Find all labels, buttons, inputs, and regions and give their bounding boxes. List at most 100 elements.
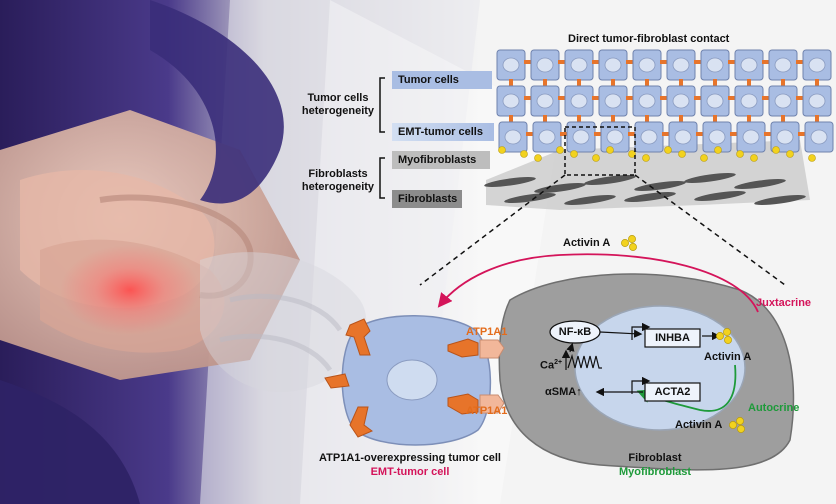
- junction: [526, 132, 534, 136]
- activin-mid-label: Activin A: [704, 351, 752, 363]
- activin-dot: [736, 150, 744, 158]
- atp1a1-bottom-label: ATP1A1: [466, 405, 508, 417]
- tumor-cell-nucleus: [742, 129, 760, 145]
- junction: [543, 79, 547, 87]
- junction: [796, 96, 804, 100]
- junction: [728, 96, 736, 100]
- tumor-cell-nucleus: [672, 57, 690, 73]
- activin-dot: [736, 417, 744, 425]
- junction: [694, 60, 702, 64]
- junction: [713, 115, 717, 123]
- fibroblast-heterogeneity-bracket: [379, 157, 385, 199]
- tumor-cell-nucleus: [810, 129, 828, 145]
- fibroblast-spindle: [734, 178, 786, 190]
- activin-dot: [642, 154, 650, 162]
- junction: [662, 132, 670, 136]
- junction: [815, 115, 819, 123]
- tumor-cell-nucleus: [776, 129, 794, 145]
- junction: [713, 79, 717, 87]
- tumor-heterogeneity-label: Tumor cells heterogeneity: [300, 92, 376, 118]
- activin-dot: [534, 154, 542, 162]
- tumor-cell-nucleus: [708, 129, 726, 145]
- activin-dot: [723, 328, 731, 336]
- tumor-cell-nucleus: [604, 57, 622, 73]
- tumor-cell-nucleus: [536, 57, 554, 73]
- activin-dot: [664, 146, 672, 154]
- junction: [626, 96, 634, 100]
- junction: [728, 60, 736, 64]
- junction: [660, 60, 668, 64]
- tumor-cell-nucleus: [740, 57, 758, 73]
- tumor-cell-nucleus: [502, 93, 520, 109]
- activin-dot: [750, 154, 758, 162]
- tumor-cell-nucleus: [808, 93, 826, 109]
- tumor-cell-nucleus: [570, 93, 588, 109]
- junction: [645, 79, 649, 87]
- activin-dot: [628, 150, 636, 158]
- fibroblasts-label: Fibroblasts: [392, 190, 462, 208]
- activin-dot: [520, 150, 528, 158]
- fibroblast-spindle: [564, 194, 616, 206]
- activin-dot: [606, 146, 614, 154]
- fibroblast-caption: Fibroblast: [628, 452, 682, 464]
- junction: [696, 132, 704, 136]
- nfkb-label: NF-κB: [558, 326, 592, 338]
- atp1a1-receptors: [324, 318, 479, 438]
- junction: [524, 60, 532, 64]
- junction: [762, 60, 770, 64]
- calcium-to-nfkb-arrow: [566, 342, 575, 353]
- tumor-cell-nucleus: [606, 129, 624, 145]
- inhba-label: INHBA: [655, 332, 690, 344]
- junction: [747, 79, 751, 87]
- fibroblast-spindle: [534, 182, 586, 194]
- juxtacrine-arrow: [437, 253, 759, 313]
- activin-dot: [716, 332, 724, 340]
- calcium-charge: 2+: [554, 359, 563, 366]
- junction: [645, 115, 649, 123]
- junction: [781, 79, 785, 87]
- junction: [679, 115, 683, 123]
- junction: [798, 132, 806, 136]
- activin-dot: [808, 154, 816, 162]
- activin-bottom-label: Activin A: [675, 419, 723, 431]
- junction: [694, 96, 702, 100]
- tumor-cell-sheet: [484, 49, 834, 210]
- junction: [543, 115, 547, 123]
- tumor-cell-nucleus: [638, 57, 656, 73]
- tumor-cell-caption: ATP1A1-overexpressing tumor cell: [319, 452, 501, 464]
- asma-label: αSMA↑: [545, 386, 582, 398]
- nfkb-arrow: [599, 329, 643, 338]
- tumor-cell-nucleus: [604, 93, 622, 109]
- gene-boxes: [631, 322, 701, 402]
- tumor-cell-nucleus: [504, 129, 522, 145]
- tumor-cell-nucleus: [638, 93, 656, 109]
- junction: [815, 79, 819, 87]
- activin-dot: [498, 146, 506, 154]
- junction: [747, 115, 751, 123]
- tumor-cell-nucleus: [572, 129, 590, 145]
- autocrine-label: Autocrine: [748, 402, 800, 414]
- junction: [524, 96, 532, 100]
- fibroblast-spindle: [504, 192, 556, 204]
- activin-dot: [786, 150, 794, 158]
- fibroblast-spindle: [484, 176, 536, 188]
- junction: [592, 96, 600, 100]
- activin-dot: [628, 235, 636, 243]
- junction: [509, 79, 513, 87]
- fibroblast-receptors: [479, 339, 505, 414]
- junction: [611, 79, 615, 87]
- myofibroblasts-label: Myofibroblasts: [392, 151, 490, 169]
- contact-title: Direct tumor-fibroblast contact: [568, 33, 730, 45]
- activin-dot: [700, 154, 708, 162]
- tumor-cell-nucleus: [536, 93, 554, 109]
- activin-dot: [724, 336, 732, 344]
- tumor-cell-nucleus: [706, 57, 724, 73]
- acta2-label: ACTA2: [654, 386, 691, 398]
- junction: [764, 132, 772, 136]
- junction: [594, 132, 602, 136]
- junction: [558, 96, 566, 100]
- activin-dot: [714, 146, 722, 154]
- activin-dot: [629, 243, 637, 251]
- tumor-cell-nucleus: [808, 57, 826, 73]
